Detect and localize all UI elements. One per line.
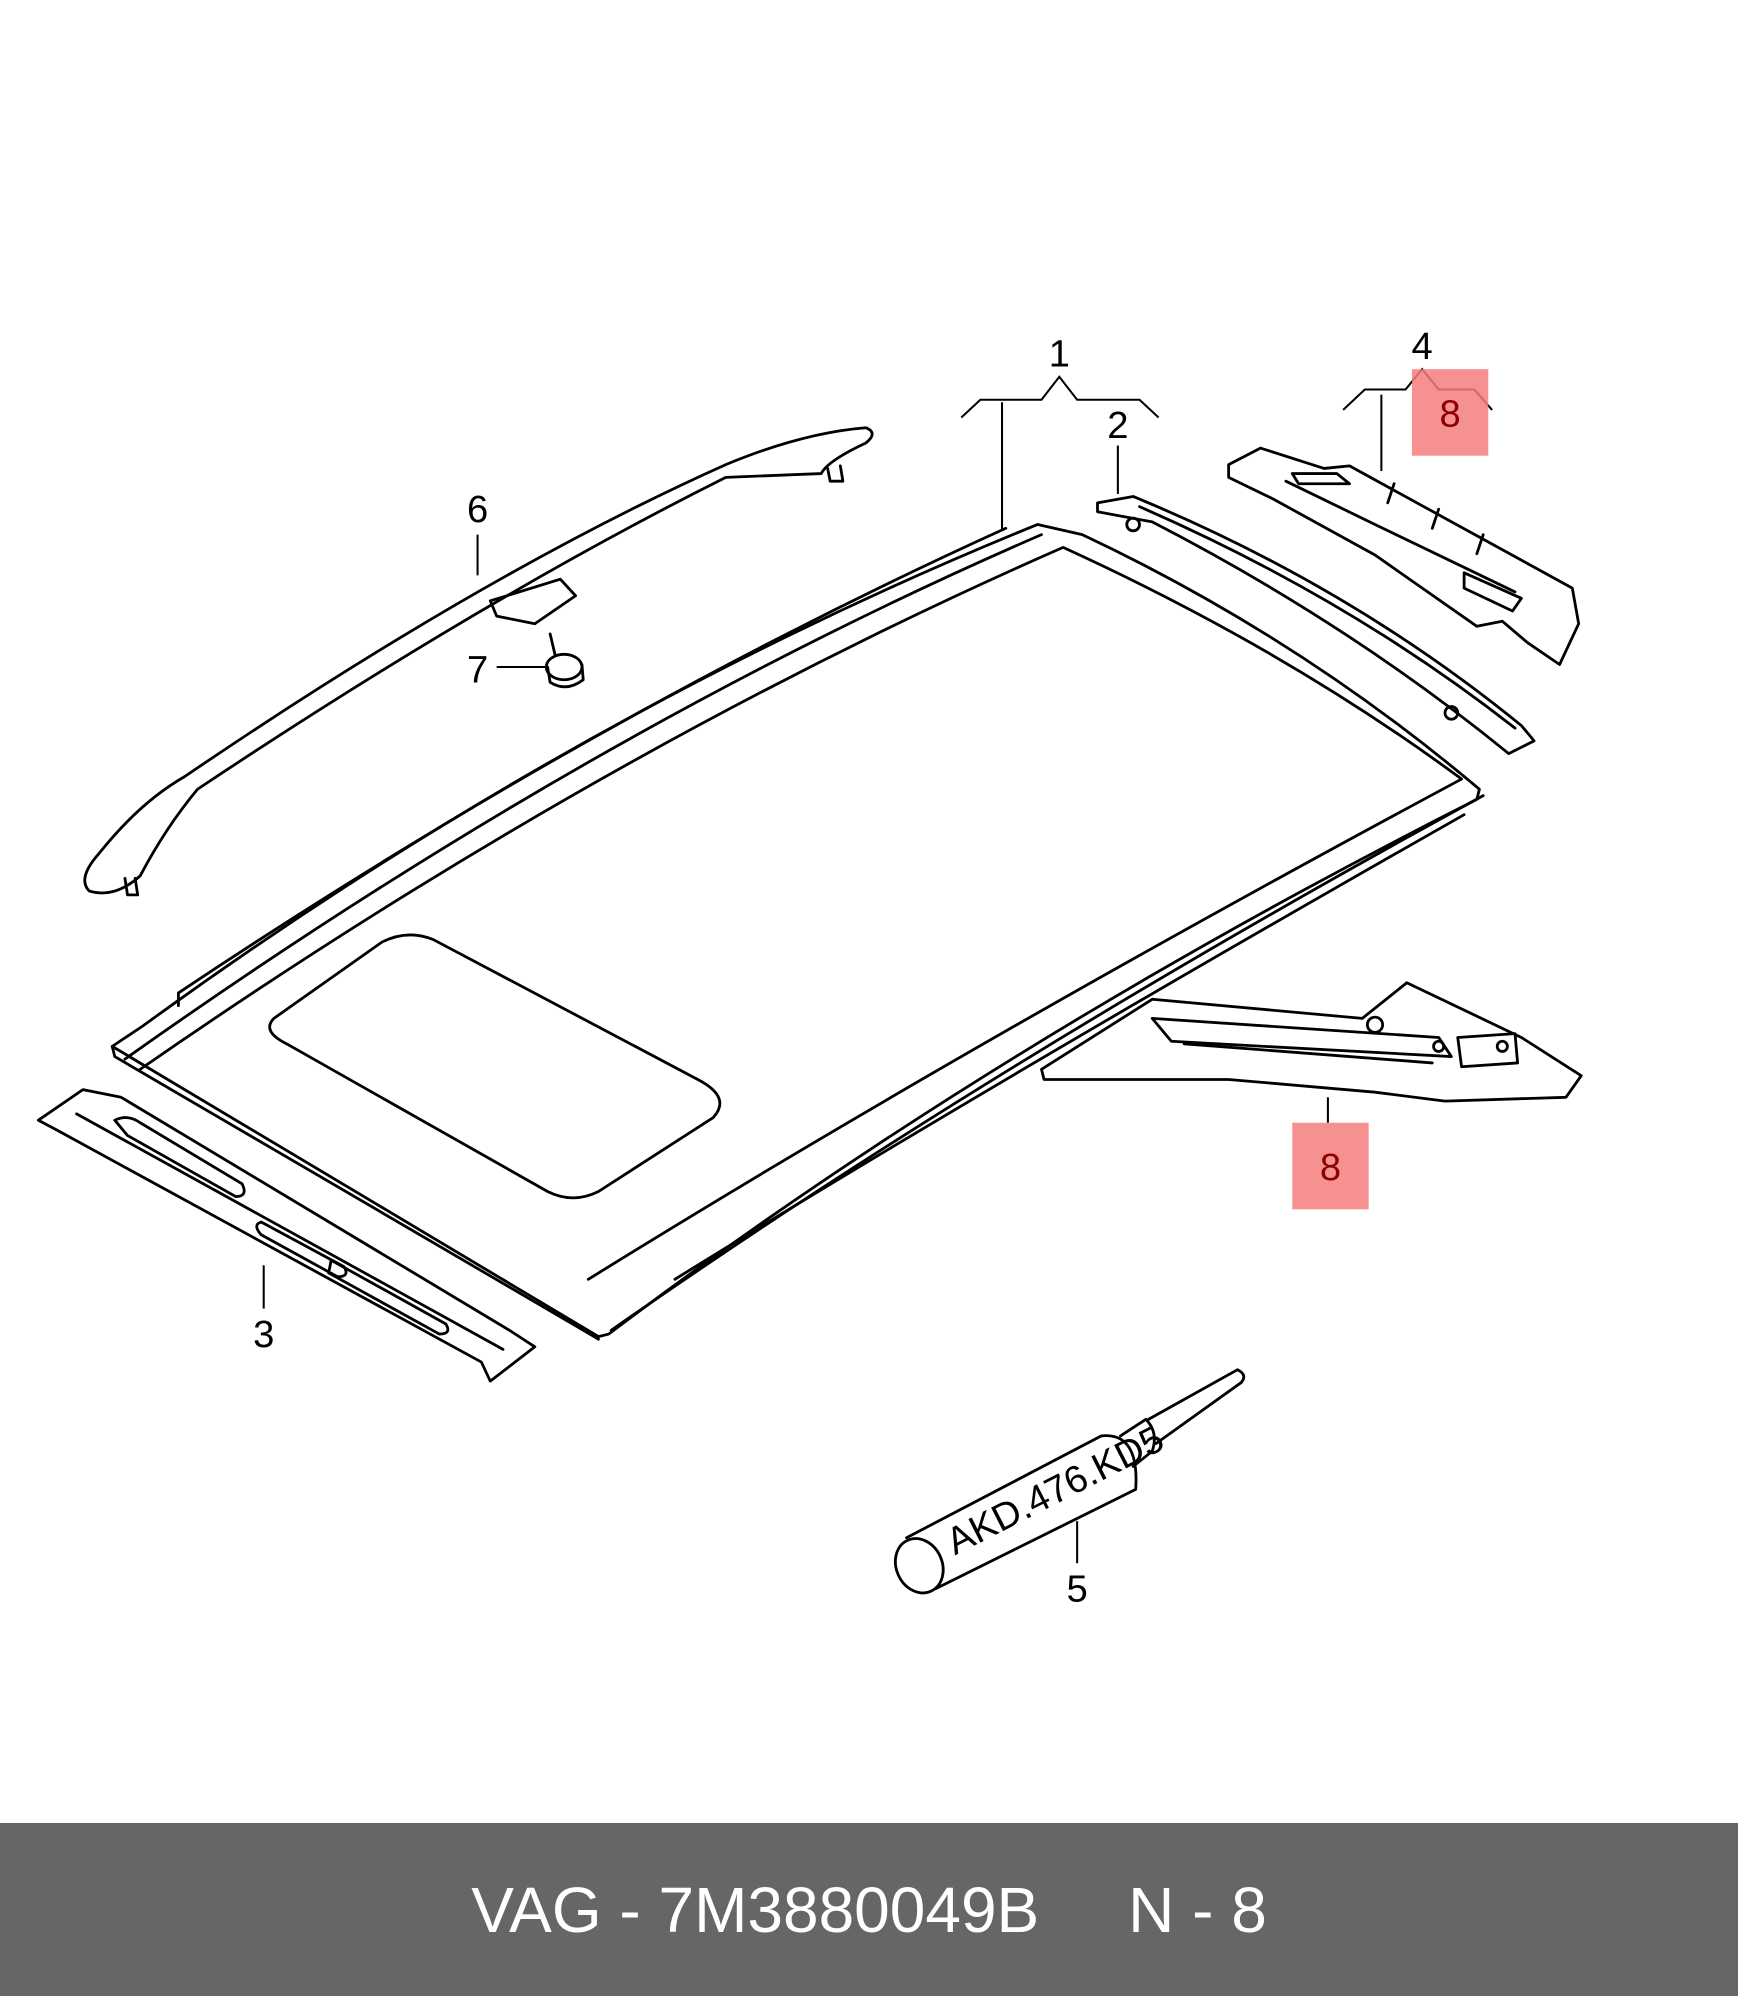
callout-3: 3: [253, 1313, 274, 1356]
callout-6: 6: [467, 488, 488, 531]
corner-reinforcement: [1040, 981, 1583, 1103]
callout-7: 7: [467, 648, 488, 691]
highlight-8-bottom[interactable]: [1292, 1122, 1369, 1210]
side-rail-strip: [1096, 495, 1536, 755]
callout-4: 4: [1411, 325, 1432, 368]
clip-part: [544, 632, 585, 689]
callout-8-top[interactable]: 8: [1439, 392, 1460, 435]
roof-panel: [110, 523, 1485, 1341]
highlight-8-top[interactable]: [1411, 369, 1489, 456]
front-crossmember: [36, 1088, 537, 1383]
roof-rail: [83, 426, 874, 897]
callout-5: 5: [1067, 1567, 1088, 1610]
callout-2: 2: [1107, 404, 1128, 447]
leader-lines: [262, 367, 1493, 1564]
sealant-tube: AKD.476.KD5: [893, 1368, 1246, 1595]
callout-1: 1: [1049, 333, 1070, 376]
callout-8-bottom[interactable]: 8: [1320, 1146, 1341, 1189]
part-number-footer: VAG - 7M3880049B N - 8: [0, 1823, 1738, 1996]
rear-bracket: [1227, 446, 1581, 666]
